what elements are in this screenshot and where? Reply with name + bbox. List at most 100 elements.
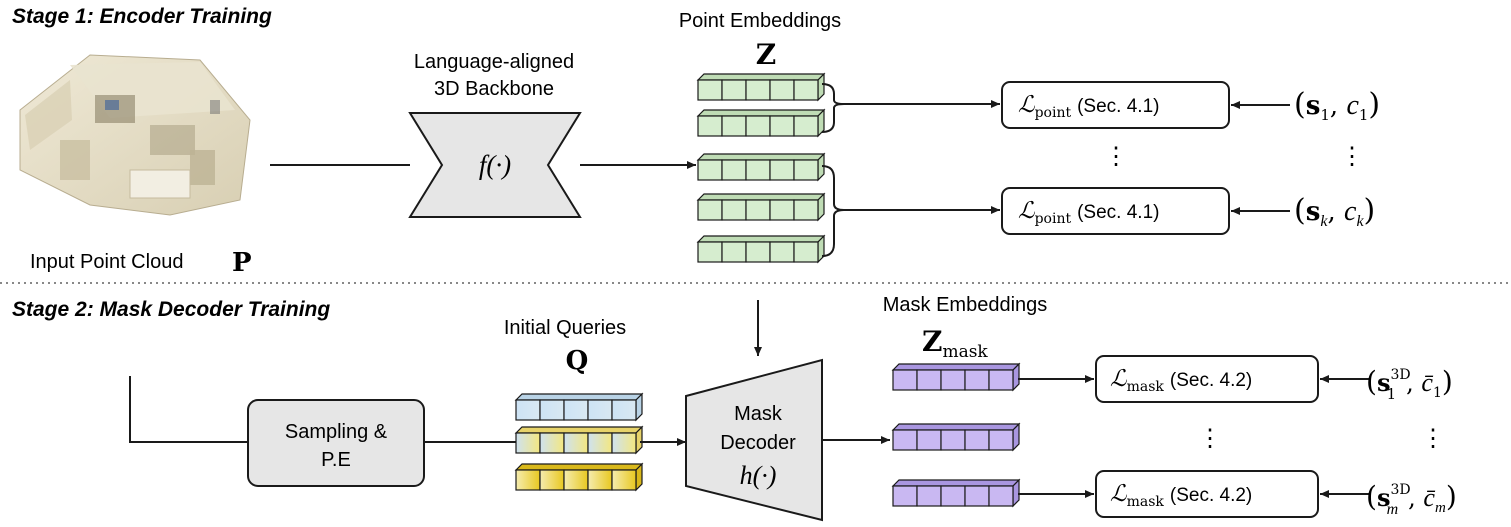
initial-queries-label: Initial Queries <box>504 317 626 339</box>
embedding-cell <box>940 485 966 507</box>
embedding-cell <box>964 429 990 451</box>
embedding-cell <box>721 159 747 181</box>
embedding-cell <box>745 79 771 101</box>
embedding-cell <box>697 159 723 181</box>
point-embedding-row-5 <box>696 234 826 264</box>
point-loss-1-label: ℒpoint(Sec. 4.1) <box>1018 92 1159 121</box>
point-loss-box-1 <box>1001 81 1230 129</box>
embedding-cell <box>515 432 541 454</box>
sampling-block <box>247 399 425 487</box>
embedding-cell <box>769 115 795 137</box>
decoder-function: h(·) <box>740 461 777 490</box>
embedding-cell <box>611 432 637 454</box>
brace-group-2 <box>821 165 845 257</box>
embedding-cell <box>793 115 819 137</box>
embedding-cell <box>697 199 723 221</box>
point-embeddings-stack <box>696 72 826 264</box>
mask-target-ellipsis: ⋮ <box>1421 424 1445 452</box>
embedding-cell <box>563 399 589 421</box>
embedding-cell <box>988 429 1014 451</box>
mask-loss-box-2 <box>1095 470 1319 518</box>
decoder-label-line2: Decoder <box>720 432 796 454</box>
mask-embedding-row-2 <box>891 422 1021 452</box>
mask-loss-2-label: ℒmask(Sec. 4.2) <box>1110 481 1252 510</box>
embedding-cell <box>940 369 966 391</box>
embedding-cell <box>745 241 771 263</box>
mask-embeddings-symbol: Zmask <box>922 325 988 362</box>
embedding-cell <box>697 115 723 137</box>
embedding-cell <box>745 159 771 181</box>
point-loss-ellipsis: ⋮ <box>1104 142 1128 170</box>
backbone-function: f(·) <box>479 150 511 180</box>
embedding-cell <box>769 199 795 221</box>
input-point-cloud-label: Input Point Cloud <box>30 251 183 273</box>
embedding-cell <box>721 199 747 221</box>
backbone-label-line1: Language-aligned <box>414 51 574 73</box>
embedding-cell <box>721 241 747 263</box>
stage1-title: Stage 1: Encoder Training <box>12 5 272 28</box>
query-row-3 <box>514 462 644 492</box>
query-row-2 <box>514 425 644 455</box>
input-point-cloud-symbol: P <box>232 248 252 278</box>
embedding-cell <box>587 399 613 421</box>
embedding-cell <box>793 79 819 101</box>
mask-embedding-row-3 <box>891 478 1021 508</box>
sampling-label-line2: P.E <box>321 449 351 471</box>
point-embeddings-label: Point Embeddings <box>679 10 841 32</box>
embedding-cell <box>745 199 771 221</box>
point-embedding-row-4 <box>696 192 826 222</box>
embedding-cell <box>988 485 1014 507</box>
decoder-label-line1: Mask <box>734 403 783 425</box>
embedding-cell <box>563 469 589 491</box>
point-target-2: (sk, ck) <box>1294 193 1375 230</box>
embedding-cell <box>697 241 723 263</box>
embedding-cell <box>793 159 819 181</box>
point-loss-box-2 <box>1001 187 1230 235</box>
point-embedding-row-1 <box>696 72 826 102</box>
embedding-cell <box>988 369 1014 391</box>
embedding-cell <box>892 369 918 391</box>
initial-queries-symbol: Q <box>566 346 589 376</box>
input-to-sampling-line <box>129 376 248 443</box>
embedding-cell <box>587 469 613 491</box>
mask-embeddings-label: Mask Embeddings <box>883 294 1048 316</box>
embedding-cell <box>793 199 819 221</box>
brace-group-1 <box>821 83 845 133</box>
embedding-cell <box>793 241 819 263</box>
point-embeddings-symbol: Z <box>756 38 776 71</box>
embedding-cell <box>892 429 918 451</box>
embedding-cell <box>892 485 918 507</box>
embedding-cell <box>611 399 637 421</box>
embedding-cell <box>769 79 795 101</box>
point-embedding-row-3 <box>696 152 826 182</box>
mask-loss-box-1 <box>1095 355 1319 403</box>
mask-loss-ellipsis: ⋮ <box>1198 424 1222 452</box>
point-target-1: (s1, c1) <box>1294 87 1380 124</box>
query-row-1 <box>514 392 644 422</box>
embedding-cell <box>721 79 747 101</box>
embedding-cell <box>587 432 613 454</box>
point-loss-2-label: ℒpoint(Sec. 4.1) <box>1018 198 1159 227</box>
embedding-cell <box>940 429 966 451</box>
embedding-cell <box>539 399 565 421</box>
embedding-cell <box>697 79 723 101</box>
embedding-cell <box>745 115 771 137</box>
backbone-label-line2: 3D Backbone <box>434 78 554 100</box>
backbone-block <box>408 112 582 218</box>
embedding-cell <box>916 429 942 451</box>
embedding-cell <box>916 369 942 391</box>
embedding-cell <box>964 485 990 507</box>
embedding-cell <box>964 369 990 391</box>
mask-embedding-row-1 <box>891 362 1021 392</box>
initial-queries-stack <box>514 392 644 492</box>
embedding-cell <box>515 469 541 491</box>
embedding-cell <box>539 432 565 454</box>
embedding-cell <box>769 241 795 263</box>
embedding-cell <box>769 159 795 181</box>
sampling-label-line1: Sampling & <box>285 421 388 443</box>
embedding-cell <box>515 399 541 421</box>
embedding-cell <box>916 485 942 507</box>
